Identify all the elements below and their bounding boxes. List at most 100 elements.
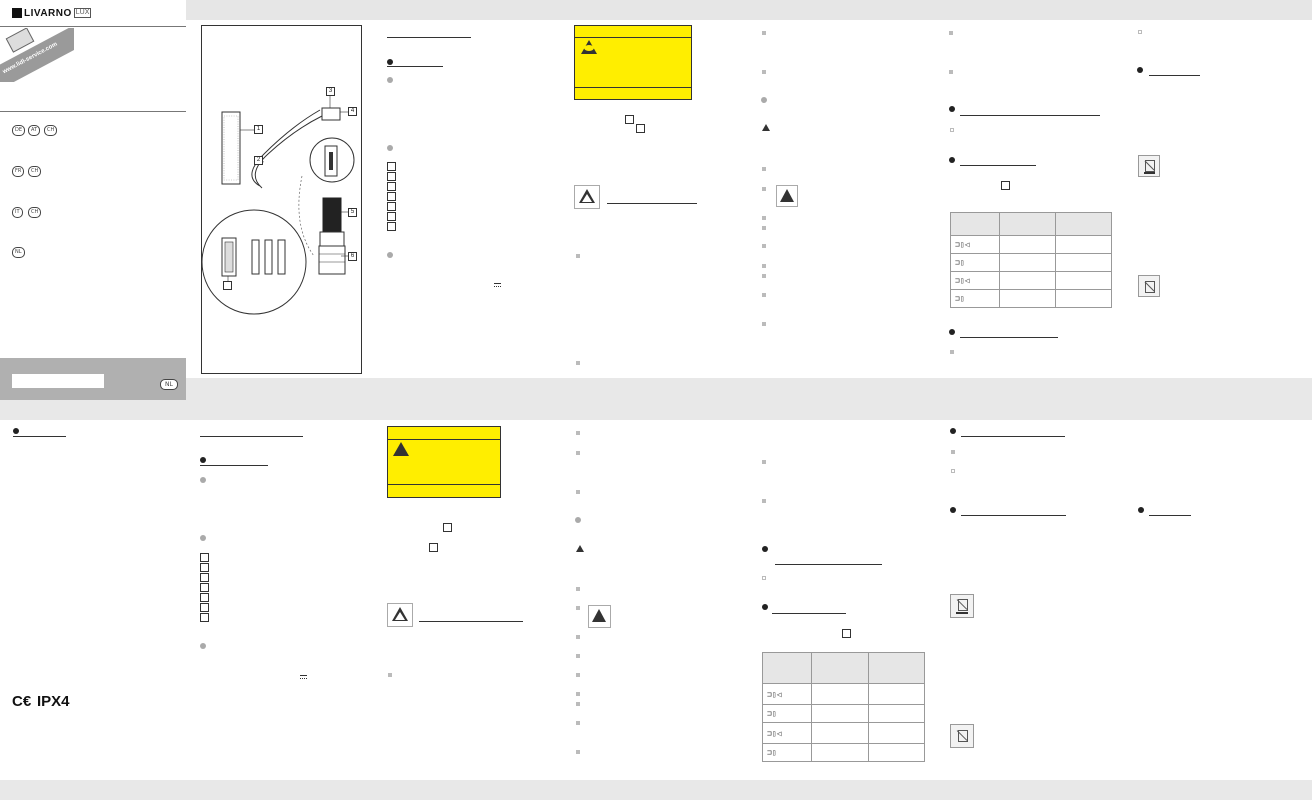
table-cell [1055,235,1112,254]
top-col7-osq-1 [1138,30,1142,34]
bottom-warning-box [387,426,501,498]
top-col4-sq-2 [576,361,580,365]
brand-name: LIVARNO [24,7,72,19]
figure-panel: 1 2 3 4 5 6 [201,25,362,374]
top-col5-sq-6 [762,226,766,230]
bottom-col6-sq-1 [951,450,955,454]
bottom-col6-bullet-1 [950,428,956,434]
table-row: ⊐▯ [950,253,1112,272]
table-row: ⊐▯ [950,289,1112,308]
flag-ch: CH [44,125,58,136]
bottom-col3-head-rule [419,621,523,622]
top-col4-warning-frame [574,185,600,209]
bottom-col2-list-box-1 [200,553,209,562]
table-cell [811,722,869,744]
figure-label-4: 4 [348,107,357,116]
weee-bin-body [1145,160,1155,172]
table-cell [867,683,925,705]
top-col5-sq-8 [762,264,766,268]
bottom-col5-head-rule-1 [775,564,882,565]
top-col6-ref-box [1001,181,1010,190]
top-col5-sq-9 [762,274,766,278]
table-cell [1055,271,1112,290]
top-col5-eye-hazard-icon [776,185,798,207]
top-warning-rule-2 [575,87,691,88]
table-header-cell [999,212,1056,236]
top-col4-sq-1 [576,254,580,258]
bottom-col3-ref-box-2 [429,543,438,552]
bottom-col7-head-rule [1149,515,1191,516]
flag-it: IT [12,207,23,218]
top-col3-list-box-5 [387,202,396,211]
top-col6-bullet-3 [949,329,955,335]
top-col6-sq-3 [950,350,954,354]
warning-triangle-icon-2-inner [395,612,405,620]
page-bottom [0,420,1312,780]
table-row: ⊐▯◁ [950,271,1112,290]
brand-mark-icon [12,8,22,18]
bottom-col6-head-rule-1 [961,436,1065,437]
table-header-cell [867,652,925,684]
bottom-col5-head-rule-2 [772,613,846,614]
weee-bin-icon-4 [950,724,974,748]
brand-suffix: LUX [73,8,92,18]
bottom-warning-rule-2 [388,484,500,485]
top-col6-head-rule-1 [960,115,1100,116]
top-col6-sq-1 [949,31,953,35]
table-cell [867,704,925,723]
top-col5-dot-1 [761,97,767,103]
beam-off-icon-4: ⊐▯ [762,743,812,762]
bottom-col4-sq-12 [576,750,580,754]
table-header-cell [762,652,812,684]
weee-bin-body-4 [958,730,968,742]
top-col3-list-box-6 [387,212,396,221]
bottom-col1-head-rule [13,436,66,437]
beam-half-icon: ⊐▯◁ [950,271,1000,290]
top-col5-sq-2 [762,70,766,74]
figure-label-5: 5 [348,208,357,217]
top-col5-sq-4 [762,187,766,191]
top-col5-sq-7 [762,244,766,248]
beam-full-icon: ⊐▯◁ [950,235,1000,254]
bottom-col7-bullet-1 [1138,507,1144,513]
bottom-col6-bullet-2 [950,507,956,513]
table-header-cell [1055,212,1112,236]
bottom-col2-head-rule-1 [200,465,268,466]
table-header-cell [811,652,869,684]
figure-label-7 [223,281,232,290]
band-middle [0,378,1312,420]
cover-footer-box [12,374,104,388]
table-header-cell [950,212,1000,236]
bottom-col2-title-rule [200,436,303,437]
table-cell [999,271,1056,290]
table-row: ⊐▯◁ [950,235,1112,254]
bottom-col3-sq-1 [388,673,392,677]
top-col7-head-rule [1149,75,1200,76]
eye-hazard-icon-inner [584,45,594,51]
top-col3-list-box-1 [387,162,396,171]
top-col6-head-rule-3 [960,337,1058,338]
bottom-col2-list-box-6 [200,603,209,612]
top-warning-rule-1 [575,37,691,38]
bottom-col3-warning-frame [387,603,413,627]
top-col6-osq-1 [950,128,954,132]
flag-de: DE [12,125,26,136]
bottom-col5-sq-1 [762,460,766,464]
cover-rule-1 [0,26,186,27]
bottom-col5-osq-1 [762,576,766,580]
bottom-col4-sq-7 [576,654,580,658]
bottom-warning-rule-1 [388,439,500,440]
warning-triangle-icon-inner [582,194,592,202]
top-col3-bullet-1 [387,59,393,65]
weee-bin-icon [1138,155,1160,177]
top-col3-list-box-2 [387,172,396,181]
dc-symbol-icon-2 [300,675,307,679]
top-col5-sq-3 [762,167,766,171]
top-col3-head-rule-1 [387,66,443,67]
top-col5-sq-10 [762,293,766,297]
bottom-col2-list-box-4 [200,583,209,592]
top-col3-dot-3 [387,252,393,258]
bottom-light-mode-table: ⊐▯◁ ⊐▯ ⊐▯◁ ⊐▯ [762,652,925,762]
top-col5-caution-icon [762,124,770,131]
table-cell [867,743,925,762]
